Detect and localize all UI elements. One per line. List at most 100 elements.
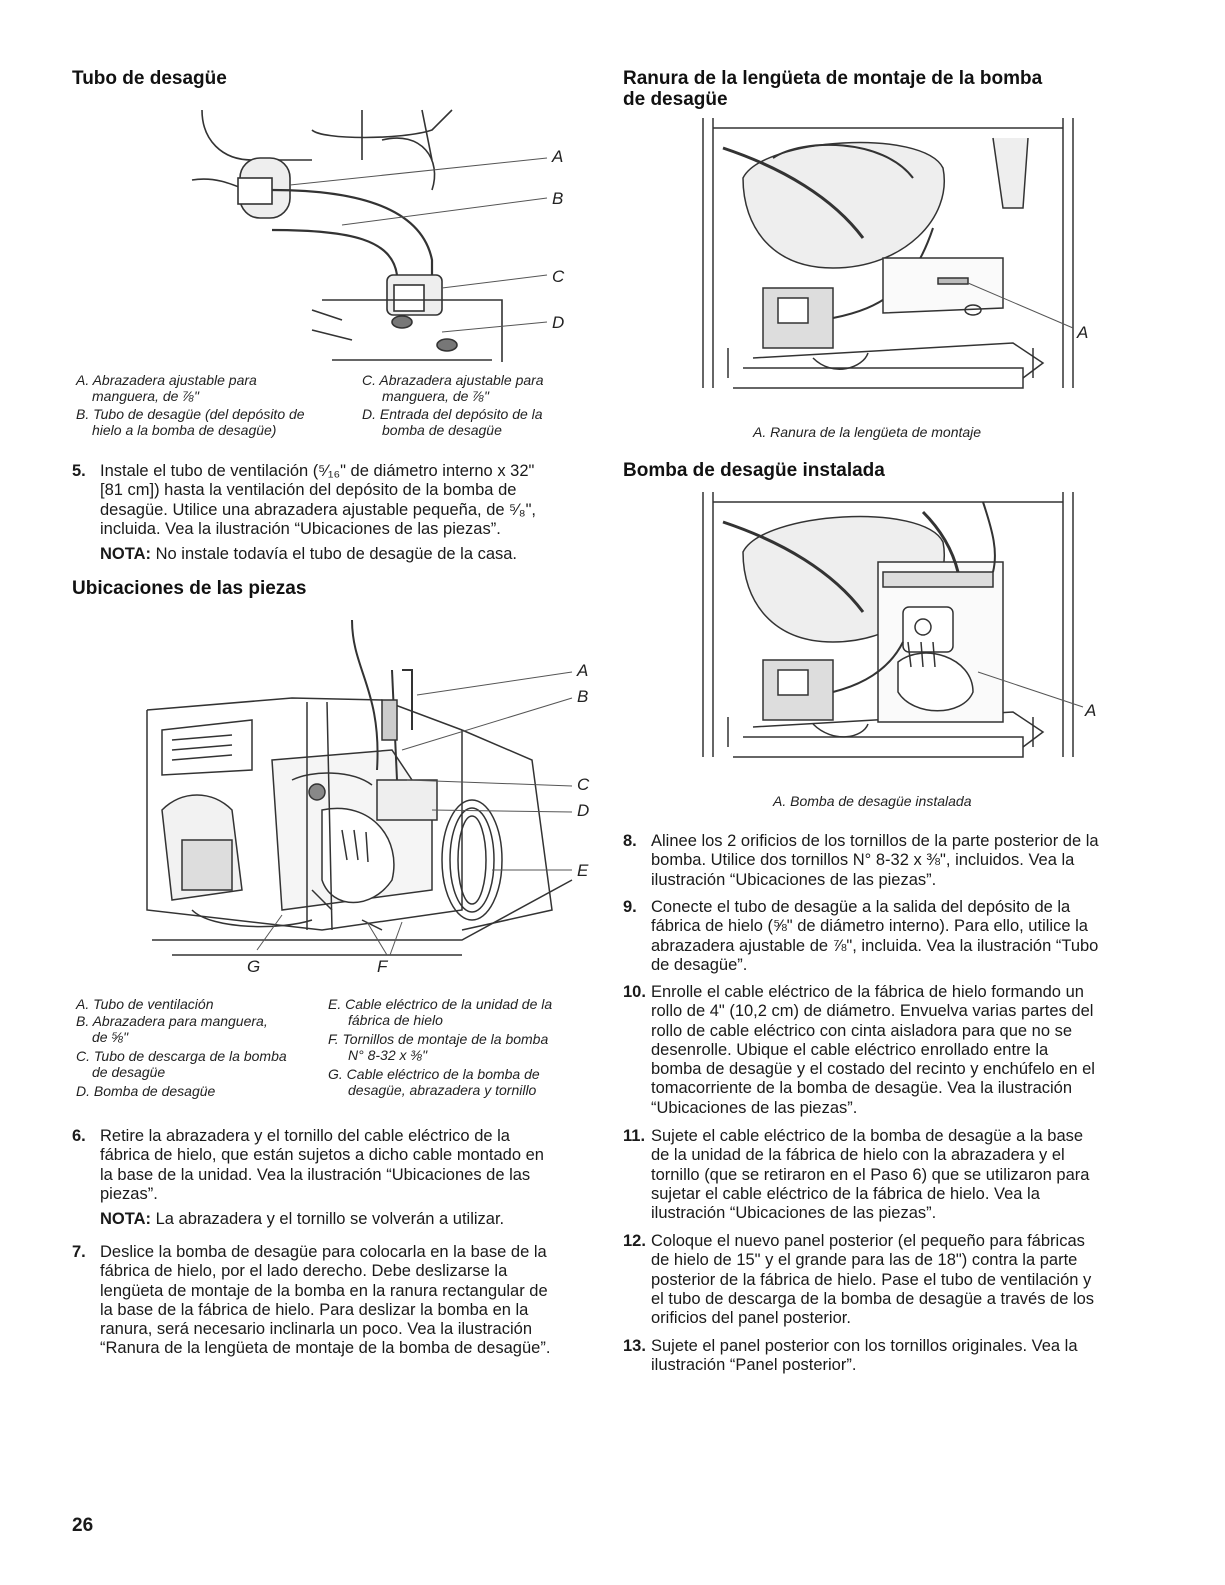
caption-d-line1: D. Entrada del depósito de la [362, 406, 543, 422]
caption-e-line2: fábrica de hielo [348, 1012, 443, 1028]
step-line: Sujete el cable eléctrico de la bomba de… [651, 1127, 1084, 1145]
step-line: [81 cm]) hasta la ventilación del depósi… [100, 481, 517, 500]
fig1-label-d: D [552, 313, 564, 332]
step-line: incluida. Vea la ilustración “Ubicacione… [100, 519, 501, 538]
fig2-label-b: B [577, 687, 588, 706]
fig1-label-b: B [552, 189, 563, 208]
note: NOTA: No instale todavía el tubo de desa… [100, 545, 600, 564]
step-number: 8. [623, 832, 637, 850]
step-number: 11. [623, 1127, 646, 1145]
figure-parts-caption: A. Tubo de ventilación B. Abrazadera par… [76, 996, 596, 1102]
figure-parts-locations: A B C D E G F [132, 610, 602, 982]
caption-f-line1: F. Tornillos de montaje de la bomba [328, 1031, 549, 1047]
step-11: 11. Sujete el cable eléctrico de la bomb… [623, 1127, 1148, 1227]
step-line: tomacorriente de la bomba de desagüe. Ve… [651, 1079, 1073, 1098]
step-13: 13. Sujete el panel posterior con los to… [623, 1337, 1148, 1379]
figure-slot-caption: A. Ranura de la lengüeta de montaje [753, 424, 1133, 442]
heading-parts-locations: Ubicaciones de las piezas [72, 578, 307, 599]
fig2-label-g: G [247, 957, 260, 976]
step-8: 8. Alinee los 2 orificios de los tornill… [623, 832, 1148, 892]
step-line: de desagüe”. [651, 955, 748, 974]
caption-b-line2: de ⅝" [92, 1029, 129, 1045]
caption-a: A. Bomba de desagüe instalada [773, 793, 972, 809]
step-9: 9. Conecte el tubo de desagüe a la salid… [623, 898, 1148, 978]
figure-drain-tube: A B C D [162, 100, 602, 362]
step-line: de hielo de 15" y el grande para las de … [651, 1251, 1078, 1270]
caption-a-line1: A. Abrazadera ajustable para [76, 372, 257, 388]
note-text: No instale todavía el tubo de desagüe de… [151, 545, 518, 564]
step-line: rollo de 4" (10,2 cm) de diámetro. Envue… [651, 1002, 1094, 1021]
step-line: rollo de cable eléctrico con cinta aisla… [651, 1021, 1073, 1040]
caption-g-line1: G. Cable eléctrico de la bomba de [328, 1066, 540, 1082]
step-line: ilustración “Ubicaciones de las piezas”. [651, 1204, 937, 1223]
fig1-label-a: A [551, 147, 563, 166]
step-line: “Ubicaciones de las piezas”. [651, 1098, 858, 1117]
caption-b-line1: B. Abrazadera para manguera, [76, 1013, 268, 1029]
step-line: Coloque el nuevo panel posterior (el peq… [651, 1232, 1085, 1250]
fig3-label-a: A [1076, 323, 1088, 342]
step-line: ranura, será necesario inclinarla un poc… [100, 1320, 532, 1339]
fig4-label-a: A [1084, 701, 1096, 720]
step-line: Retire la abrazadera y el tornillo del c… [100, 1127, 510, 1145]
step-line: sujetar el cable eléctrico de la fábrica… [651, 1184, 1040, 1203]
step-line: piezas”. [100, 1184, 158, 1203]
step-line: bomba. Utilice dos tornillos N° 8-32 x ⅜… [651, 851, 1075, 870]
heading-pump-installed: Bomba de desagüe instalada [623, 460, 885, 481]
heading-slot-line1: Ranura de la lengüeta de montaje de la b… [623, 68, 1043, 89]
caption-c-line1: C. Tubo de descarga de la bomba [76, 1048, 287, 1064]
caption-d: D. Bomba de desagüe [76, 1083, 216, 1099]
step-line: tornillo (que se retiraron en el Paso 6)… [651, 1165, 1090, 1184]
caption-e-line1: E. Cable eléctrico de la unidad de la [328, 996, 553, 1012]
step-line: Instale el tubo de ventilación (⁵⁄₁₆" de… [100, 462, 535, 480]
caption-a: A. Tubo de ventilación [76, 996, 214, 1012]
step-10: 10. Enrolle el cable eléctrico de la fáb… [623, 983, 1148, 1123]
heading-drain-tube: Tubo de desagüe [72, 68, 227, 89]
step-line: ilustración “Ubicaciones de las piezas”. [651, 870, 937, 889]
step-line: desenrolle. Ubique el cable eléctrico en… [651, 1040, 1049, 1059]
fig2-label-f: F [377, 957, 389, 976]
fig2-label-a: A [576, 661, 588, 680]
fig2-label-d: D [577, 801, 589, 820]
fig2-label-c: C [577, 775, 590, 794]
step-7: 7. Deslice la bomba de desagüe para colo… [72, 1243, 598, 1363]
step-number: 7. [72, 1243, 86, 1261]
figure-drain-tube-caption: A. Abrazadera ajustable para manguera, d… [76, 372, 596, 442]
step-line: Enrolle el cable eléctrico de la fábrica… [651, 983, 1084, 1001]
step-number: 6. [72, 1127, 86, 1145]
note-label: NOTA: [100, 545, 152, 564]
caption-c-line2: de desagüe [92, 1064, 166, 1080]
step-number: 13. [623, 1337, 646, 1355]
step-line: lengüeta de montaje de la bomba en la ra… [100, 1281, 548, 1300]
step-number: 5. [72, 462, 86, 480]
note-text: La abrazadera y el tornillo se volverán … [151, 1210, 505, 1229]
step-number: 10. [623, 983, 646, 1001]
figure-pump-installed: A [683, 492, 1103, 788]
step-12: 12. Coloque el nuevo panel posterior (el… [623, 1232, 1148, 1332]
step-line: fábrica de hielo, que están sujetos a di… [100, 1146, 544, 1165]
step-line: la base de la fábrica de hielo. Para des… [100, 1300, 529, 1319]
step-line: Sujete el panel posterior con los tornil… [651, 1337, 1078, 1355]
step-line: el tubo de descarga de la bomba de desag… [651, 1289, 1095, 1308]
caption-g-line2: desagüe, abrazadera y tornillo [348, 1082, 537, 1098]
step-line: bomba de desagüe y el costado del recint… [651, 1060, 1095, 1079]
step-6: 6. Retire la abrazadera y el tornillo de… [72, 1127, 598, 1237]
fig2-label-e: E [577, 861, 589, 880]
step-line: “Ranura de la lengüeta de montaje de la … [100, 1339, 551, 1358]
caption-b-line1: B. Tubo de desagüe (del depósito de [76, 406, 305, 422]
step-number: 9. [623, 898, 637, 916]
step-line: abrazadera ajustable de ⅞", incluida. Ve… [651, 936, 1099, 955]
caption-a-line2: manguera, de ⅞" [92, 388, 199, 404]
step-line: fábrica de hielo (⅝" de diámetro interno… [651, 917, 1088, 936]
caption-d-line2: bomba de desagüe [382, 422, 502, 438]
step-5: 5. Instale el tubo de ventilación (⁵⁄₁₆"… [72, 462, 598, 572]
fig1-label-c: C [552, 267, 565, 286]
figure-slot: A [683, 118, 1103, 418]
caption-b-line2: hielo a la bomba de desagüe) [92, 422, 277, 438]
step-line: la base de la unidad. Vea la ilustración… [100, 1165, 531, 1184]
figure-pump-installed-caption: A. Bomba de desagüe instalada [773, 793, 1133, 811]
heading-slot-line2: de desagüe [623, 89, 728, 110]
step-number: 12. [623, 1232, 646, 1250]
caption-c-line1: C. Abrazadera ajustable para [362, 372, 544, 388]
step-line: Deslice la bomba de desagüe para colocar… [100, 1243, 547, 1261]
caption-f-line2: N° 8-32 x ⅜" [348, 1047, 428, 1063]
